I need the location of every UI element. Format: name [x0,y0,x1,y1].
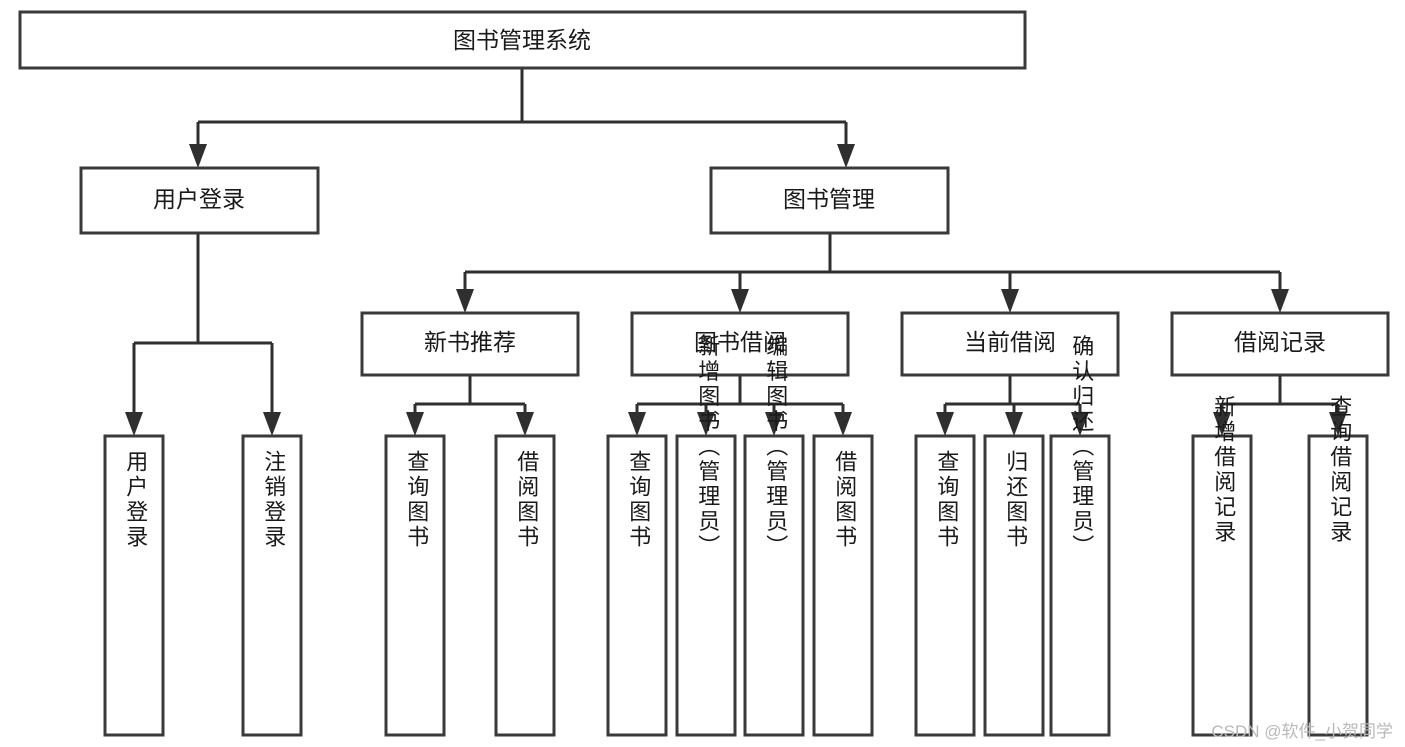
edge-layer [125,68,1347,436]
node-leaf8[interactable]: 借阅图书 [812,434,874,737]
arrowhead-to-leaf7 [765,412,783,436]
arrowhead-to-borrow [731,289,749,313]
node-leaf1-label: 用户登录 [123,450,148,550]
node-current-box[interactable] [900,311,1120,377]
node-leaf4[interactable]: 借阅图书 [494,434,556,737]
node-root[interactable]: 图书管理系统 [18,10,1027,70]
arrowhead-to-leaf9 [936,412,954,436]
arrowhead-to-leaf11 [1071,412,1089,436]
arrowhead-to-leaf13 [1329,412,1347,436]
node-leaf12[interactable]: 新增借阅记录 [1191,395,1253,737]
arrowhead-to-leaf6 [697,412,715,436]
node-leaf11-box[interactable] [1049,434,1111,737]
node-borrow-label: 图书借阅 [694,329,786,355]
node-leaf7-label: 编辑图书（管理员） [763,335,788,560]
arrowhead-to-login [189,144,207,168]
node-leaf3-label: 查询图书 [404,450,429,550]
node-current-label: 当前借阅 [964,329,1056,355]
node-leaf4-box[interactable] [494,434,556,737]
node-records-box[interactable] [1170,311,1390,377]
node-login-box[interactable] [79,166,320,235]
node-bookmgmt-label: 图书管理 [783,186,875,212]
node-bookmgmt[interactable]: 图书管理 [709,166,950,235]
arrowhead-to-leaf5 [628,412,646,436]
node-leaf2-box[interactable] [241,434,303,737]
node-borrow[interactable]: 图书借阅 [630,311,850,377]
node-newbook-box[interactable] [360,311,580,377]
arrowhead-to-leaf2 [263,412,281,436]
node-leaf10[interactable]: 归还图书 [983,434,1045,737]
node-leaf4-label: 借阅图书 [514,450,539,550]
edge-bookmgmt-trunk [463,233,1282,293]
node-leaf2-label: 注销登录 [261,450,286,550]
node-leaf12-label: 新增借阅记录 [1211,395,1236,545]
node-leaf13[interactable]: 查询借阅记录 [1307,395,1369,737]
node-leaf1[interactable]: 用户登录 [103,434,165,737]
node-leaf5[interactable]: 查询图书 [606,434,668,737]
node-bookmgmt-box[interactable] [709,166,950,235]
edge-borrow-trunk [635,375,845,416]
node-leaf13-box[interactable] [1307,434,1369,737]
node-leaf10-box[interactable] [983,434,1045,737]
node-leaf10-label: 归还图书 [1003,450,1028,550]
node-leaf1-box[interactable] [103,434,165,737]
node-leaf5-box[interactable] [606,434,668,737]
node-current[interactable]: 当前借阅 [900,311,1120,377]
edge-root-trunk [196,68,848,148]
edge-newbook-trunk [413,375,527,416]
arrowhead-to-leaf10 [1005,412,1023,436]
node-leaf11[interactable]: 确认归还（管理员） [1049,335,1111,737]
node-newbook[interactable]: 新书推荐 [360,311,580,377]
node-leaf5-label: 查询图书 [626,450,651,550]
node-leaf6-label: 新增图书（管理员） [695,335,720,560]
arrowhead-to-bookmgmt [837,144,855,168]
arrowhead-to-leaf8 [834,412,852,436]
arrowhead-to-newbook [456,289,474,313]
node-leaf3-box[interactable] [384,434,446,737]
arrowhead-to-current [1001,289,1019,313]
node-newbook-label: 新书推荐 [424,329,516,355]
node-login[interactable]: 用户登录 [79,166,320,235]
node-leaf9[interactable]: 查询图书 [914,434,976,737]
node-leaf9-label: 查询图书 [934,450,959,550]
node-leaf9-box[interactable] [914,434,976,737]
arrowhead-to-leaf3 [406,412,424,436]
node-leaf12-box[interactable] [1191,434,1253,737]
arrowhead-to-leaf12 [1213,412,1231,436]
node-leaf7[interactable]: 编辑图书（管理员） [743,335,805,737]
node-borrow-box[interactable] [630,311,850,377]
node-leaf8-box[interactable] [812,434,874,737]
node-leaf2[interactable]: 注销登录 [241,434,303,737]
arrowhead-to-leaf4 [516,412,534,436]
node-leaf13-label: 查询借阅记录 [1327,395,1352,545]
edge-records-trunk [1220,375,1340,416]
node-leaf8-label: 借阅图书 [832,450,857,550]
node-leaf6[interactable]: 新增图书（管理员） [675,335,737,737]
node-leaf6-box[interactable] [675,434,737,737]
node-records-label: 借阅记录 [1234,329,1326,355]
node-root-label: 图书管理系统 [453,27,591,53]
node-leaf7-box[interactable] [743,434,805,737]
node-root-box[interactable] [18,10,1027,70]
arrowhead-to-records [1271,289,1289,313]
edge-login-trunk [132,233,274,416]
arrowhead-to-leaf1 [125,412,143,436]
edge-current-trunk [943,375,1082,416]
node-leaf11-label: 确认归还（管理员） [1069,335,1094,560]
node-login-label: 用户登录 [153,186,245,212]
node-leaf3[interactable]: 查询图书 [384,434,446,737]
node-records[interactable]: 借阅记录 [1170,311,1390,377]
